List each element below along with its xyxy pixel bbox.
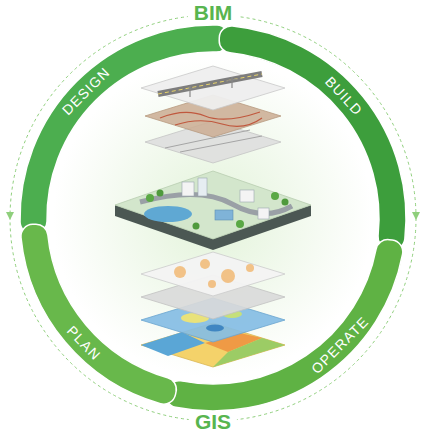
pylon bbox=[226, 79, 238, 81]
pylon bbox=[189, 86, 190, 97]
segment-band bbox=[166, 240, 403, 411]
tree bbox=[193, 223, 200, 230]
pylon bbox=[184, 88, 196, 90]
cycle-title: BIM bbox=[188, 2, 239, 24]
platform-top bbox=[115, 171, 311, 239]
building bbox=[182, 182, 194, 196]
terrain-layer bbox=[141, 323, 285, 367]
segment-label-holder: OPERATE bbox=[308, 313, 372, 377]
tree bbox=[146, 194, 154, 202]
tree bbox=[271, 192, 279, 200]
center-glow bbox=[53, 58, 373, 378]
segment-label: BUILD bbox=[322, 73, 366, 118]
point-circle bbox=[174, 266, 186, 278]
dashed-orbit bbox=[10, 15, 416, 421]
point-circle bbox=[246, 264, 254, 272]
segment-label: PLAN bbox=[64, 322, 104, 363]
strata-line bbox=[175, 118, 262, 126]
point-circle bbox=[208, 280, 216, 288]
layer-plane bbox=[141, 275, 285, 319]
segment-label-holder: BUILD bbox=[322, 73, 366, 118]
orbit-arrow bbox=[6, 212, 14, 220]
road bbox=[158, 74, 262, 94]
segment-label-holder: PLAN bbox=[64, 322, 104, 363]
cycle-title: GIS bbox=[189, 411, 237, 433]
city-model bbox=[115, 171, 311, 250]
segment-band bbox=[21, 224, 176, 404]
point-circle bbox=[221, 269, 235, 283]
segment-label: DESIGN bbox=[59, 64, 113, 118]
segment-label: OPERATE bbox=[308, 313, 372, 377]
label-holder: BIM bbox=[188, 2, 239, 24]
road-layer bbox=[141, 66, 285, 110]
water-body bbox=[144, 206, 192, 222]
pylon bbox=[231, 77, 232, 88]
points-layer bbox=[141, 252, 285, 296]
layer-plane bbox=[141, 323, 285, 367]
building bbox=[258, 208, 269, 219]
building bbox=[198, 178, 207, 196]
building bbox=[240, 190, 254, 202]
segment-band bbox=[219, 26, 406, 250]
point-circle bbox=[200, 259, 210, 269]
label-holder: GIS bbox=[189, 411, 237, 433]
segment-band bbox=[20, 25, 229, 234]
tree bbox=[282, 199, 289, 206]
segment-label-holder: DESIGN bbox=[59, 64, 113, 118]
tree bbox=[236, 220, 244, 228]
orbit-arrow bbox=[412, 212, 420, 220]
map-patch bbox=[206, 325, 224, 332]
building bbox=[215, 210, 233, 220]
tree bbox=[157, 190, 164, 197]
layer-plane bbox=[141, 252, 285, 296]
strata-line bbox=[160, 112, 260, 119]
pipe bbox=[180, 136, 262, 152]
terrain-zone bbox=[213, 338, 285, 367]
road-marking bbox=[158, 74, 262, 94]
layer-plane bbox=[141, 66, 285, 110]
